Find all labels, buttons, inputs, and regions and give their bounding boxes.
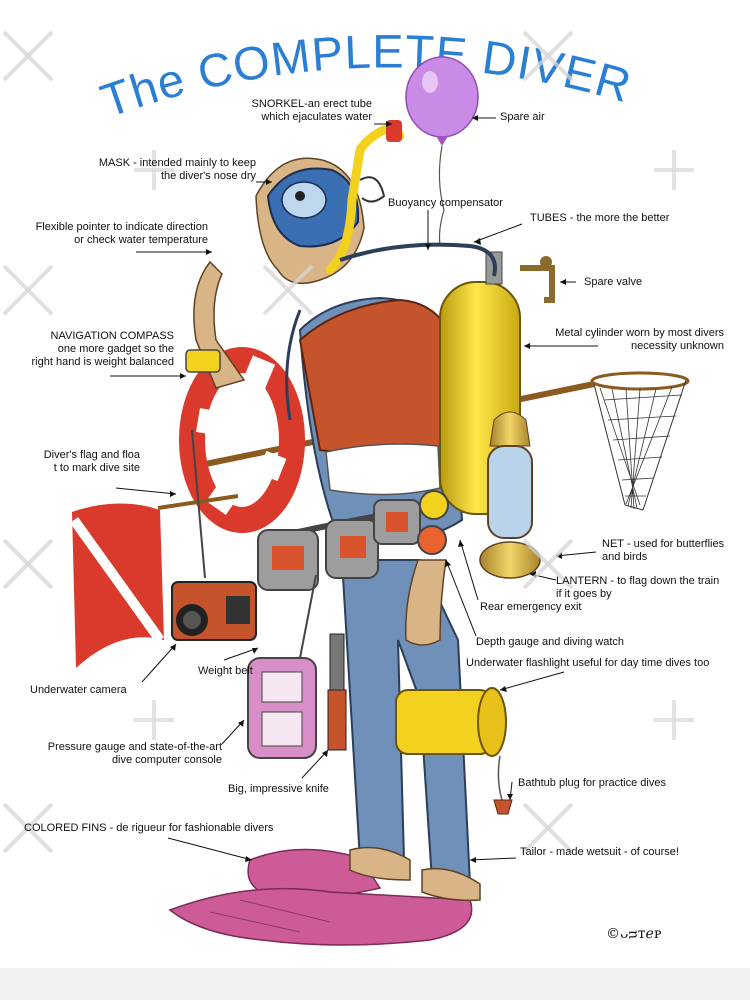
watch — [419, 490, 449, 520]
label-lantern: LANTERN - to flag down the train if it g… — [556, 575, 720, 600]
label-knife: Big, impressive knife — [228, 783, 329, 795]
butterfly-net — [590, 371, 690, 511]
label-snorkel: SNORKEL-an erect tube which ejaculates w… — [251, 98, 372, 123]
weight-belt — [257, 499, 441, 591]
life-ring — [179, 347, 305, 533]
dive-console — [247, 574, 317, 759]
label-mask: MASK - intended mainly to keep the diver… — [98, 157, 256, 182]
label-weight-belt: Weight belt — [198, 665, 253, 677]
knife — [327, 633, 347, 751]
watermark-x — [520, 28, 576, 84]
label-fins: COLORED FINS - de rigueur for fashionabl… — [24, 822, 274, 834]
label-net: NET - used for butterflies and birds — [602, 538, 725, 563]
feet — [349, 846, 481, 902]
label-buoyancy: Buoyancy compensator — [388, 197, 503, 209]
label-cylinder: Metal cylinder worn by most divers neces… — [555, 327, 724, 352]
dive-flag — [69, 494, 239, 668]
compass — [185, 349, 221, 373]
label-flag: Diver's flag and floa t to mark dive sit… — [43, 449, 140, 474]
watermark-x — [0, 28, 56, 84]
fins — [168, 848, 473, 946]
balloon — [405, 56, 479, 246]
label-pointer: Flexible pointer to indicate direction o… — [35, 221, 208, 246]
label-bathtub: Bathtub plug for practice dives — [518, 777, 666, 789]
watermark-plus — [654, 150, 694, 190]
bottom-band — [0, 968, 750, 1000]
label-pressure: Pressure gauge and state-of-the-art dive… — [47, 741, 222, 766]
snorkel-tip — [386, 120, 402, 142]
watermark-plus — [654, 700, 694, 740]
label-camera: Underwater camera — [30, 684, 127, 696]
watermark-plus — [134, 150, 174, 190]
label-tubes: TUBES - the more the better — [530, 212, 670, 224]
flashlight — [395, 687, 513, 815]
watermark-x — [260, 262, 316, 318]
depth-gauge — [417, 525, 447, 555]
watermark-x — [0, 536, 56, 592]
label-flashlight: Underwater flashlight useful for day tim… — [466, 657, 710, 669]
label-rear-exit: Rear emergency exit — [480, 601, 582, 613]
watermark-plus — [134, 700, 174, 740]
label-compass: NAVIGATION COMPASS one more gadget so th… — [31, 330, 174, 368]
watermark-x — [0, 262, 56, 318]
label-wetsuit: Tailor - made wetsuit - of course! — [520, 846, 679, 858]
tubes — [339, 242, 497, 277]
pointer-arrowheads — [170, 115, 566, 863]
label-spare-valve: Spare valve — [584, 276, 643, 288]
camera — [171, 429, 257, 641]
label-spare-air: Spare air — [500, 111, 545, 123]
left-hand — [405, 559, 447, 646]
artist-signature: ©ᴗᴝᴛℯᴘ — [606, 926, 662, 942]
buoyancy-vest — [298, 298, 450, 456]
shirt-strip — [325, 443, 441, 496]
label-depth-gauge: Depth gauge and diving watch — [476, 636, 624, 648]
snorkel — [325, 120, 405, 275]
